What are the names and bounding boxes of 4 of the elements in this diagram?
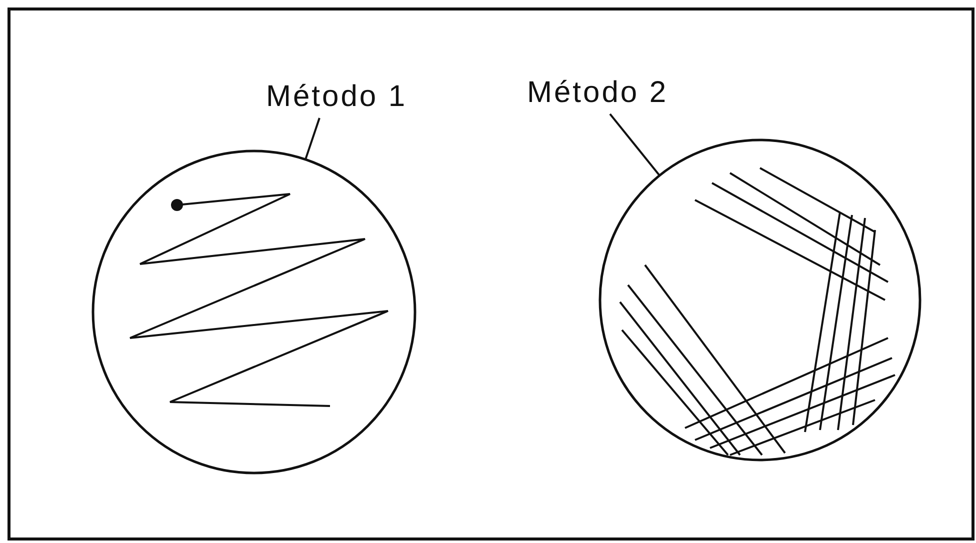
leader-line	[304, 118, 320, 160]
leader-line	[609, 113, 660, 176]
method-label: Método 2	[527, 76, 670, 110]
method-label: Método 1	[266, 80, 408, 114]
